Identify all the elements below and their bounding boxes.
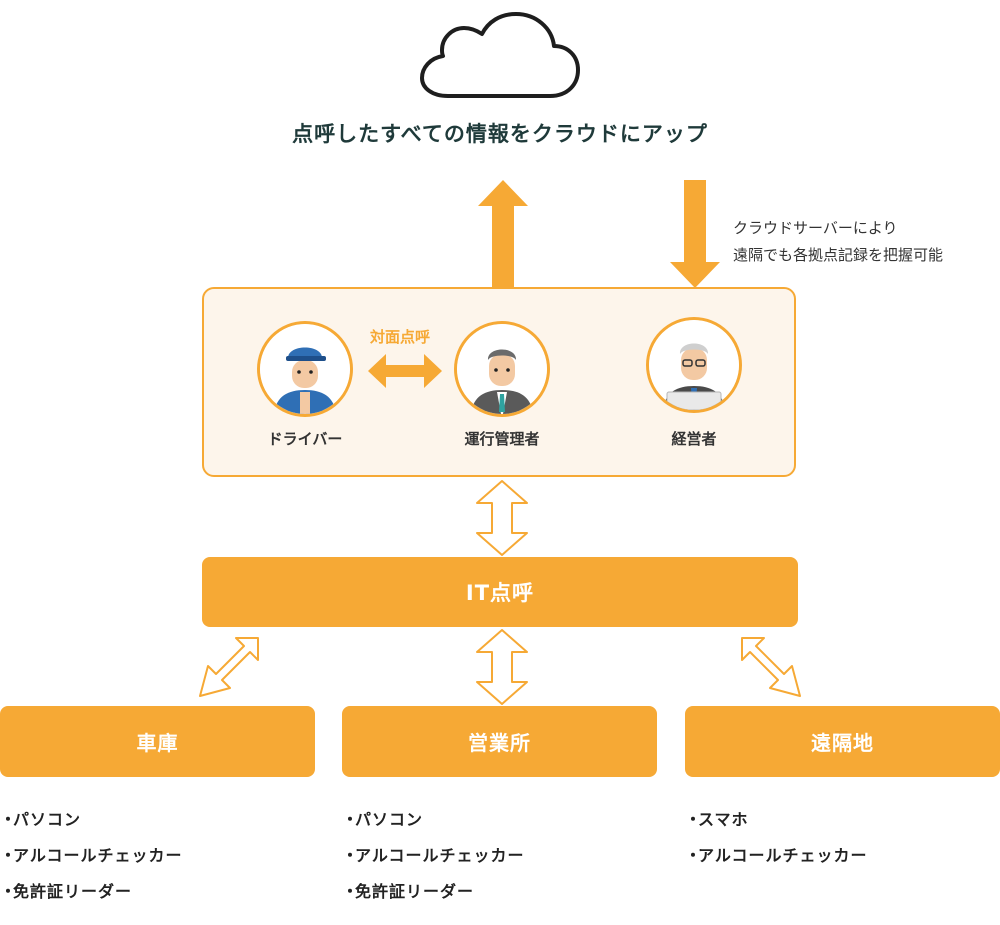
- executive-icon: [646, 317, 742, 413]
- face-to-face-arrow-icon: [368, 354, 442, 388]
- download-arrow-icon: [670, 180, 720, 288]
- page-title: 点呼したすべての情報をクラウドにアップ: [292, 122, 708, 146]
- upload-arrow-icon: [478, 180, 528, 288]
- garage-link-arrow-icon: [199, 637, 259, 697]
- operations-manager-icon: [454, 321, 550, 417]
- cloud-icon: [420, 12, 580, 98]
- list-item: アルコールチェッカー: [0, 838, 183, 874]
- list-item: 免許証リーダー: [0, 874, 183, 910]
- it-roll-call-bar: IT点呼: [202, 557, 798, 627]
- office-device-list: パソコン アルコールチェッカー 免許証リーダー: [342, 802, 525, 910]
- list-item: パソコン: [0, 802, 183, 838]
- driver-icon: [257, 321, 353, 417]
- face-to-face-label: 対面点呼: [370, 328, 431, 346]
- remote-link-arrow-icon: [741, 637, 801, 697]
- location-garage: 車庫: [0, 706, 315, 777]
- location-office: 営業所: [342, 706, 657, 777]
- list-item: アルコールチェッカー: [685, 838, 868, 874]
- list-item: アルコールチェッカー: [342, 838, 525, 874]
- cloud-note-line-2: 遠隔でも各拠点記録を把握可能: [733, 246, 944, 264]
- location-remote: 遠隔地: [685, 706, 1000, 777]
- executive-label: 経営者: [671, 430, 717, 448]
- list-item: 免許証リーダー: [342, 874, 525, 910]
- remote-device-list: スマホ アルコールチェッカー: [685, 802, 868, 874]
- cloud-server-note: クラウドサーバーにより 遠隔でも各拠点記録を把握可能: [733, 215, 943, 269]
- list-item: パソコン: [342, 802, 525, 838]
- list-item: スマホ: [685, 802, 868, 838]
- panel-it-arrow-icon: [476, 480, 528, 556]
- cloud-note-line-1: クラウドサーバーにより: [733, 219, 898, 237]
- office-link-arrow-icon: [476, 629, 528, 705]
- driver-label: ドライバー: [267, 430, 343, 448]
- garage-device-list: パソコン アルコールチェッカー 免許証リーダー: [0, 802, 183, 910]
- operations-manager-label: 運行管理者: [464, 430, 540, 448]
